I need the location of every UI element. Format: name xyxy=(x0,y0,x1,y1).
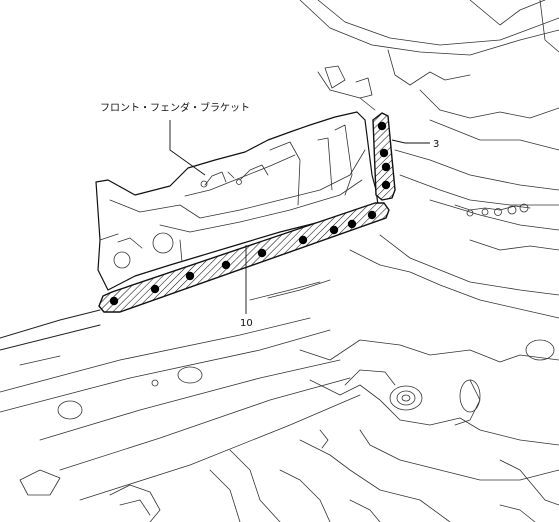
spot-weld-10-8 xyxy=(347,219,357,229)
spot-weld-10-5 xyxy=(257,248,267,258)
leader-part-name xyxy=(169,120,206,176)
spot-weld-10-4 xyxy=(221,260,231,270)
front-fender-bracket xyxy=(95,111,379,291)
spot-weld-3-3 xyxy=(381,162,391,172)
leader-lines xyxy=(169,120,430,314)
spot-weld-3-2 xyxy=(379,148,389,158)
spot-weld-10-2 xyxy=(150,284,160,294)
callout-3-label: 3 xyxy=(433,139,439,150)
weld-zone-10 xyxy=(98,202,390,313)
spot-weld-3-4 xyxy=(381,180,391,190)
spot-weld-10-3 xyxy=(185,271,195,281)
callout-10-label: 10 xyxy=(240,318,253,329)
part-name-label: フロント・フェンダ・ブラケット xyxy=(100,101,250,114)
spot-weld-10-9 xyxy=(367,210,377,220)
spot-weld-3-1 xyxy=(377,121,387,131)
spot-weld-10-1 xyxy=(109,296,119,306)
spot-weld-10-6 xyxy=(298,235,308,245)
weld-zone-3 xyxy=(372,112,396,201)
leader-3 xyxy=(391,139,430,144)
spot-weld-10-7 xyxy=(329,225,339,235)
